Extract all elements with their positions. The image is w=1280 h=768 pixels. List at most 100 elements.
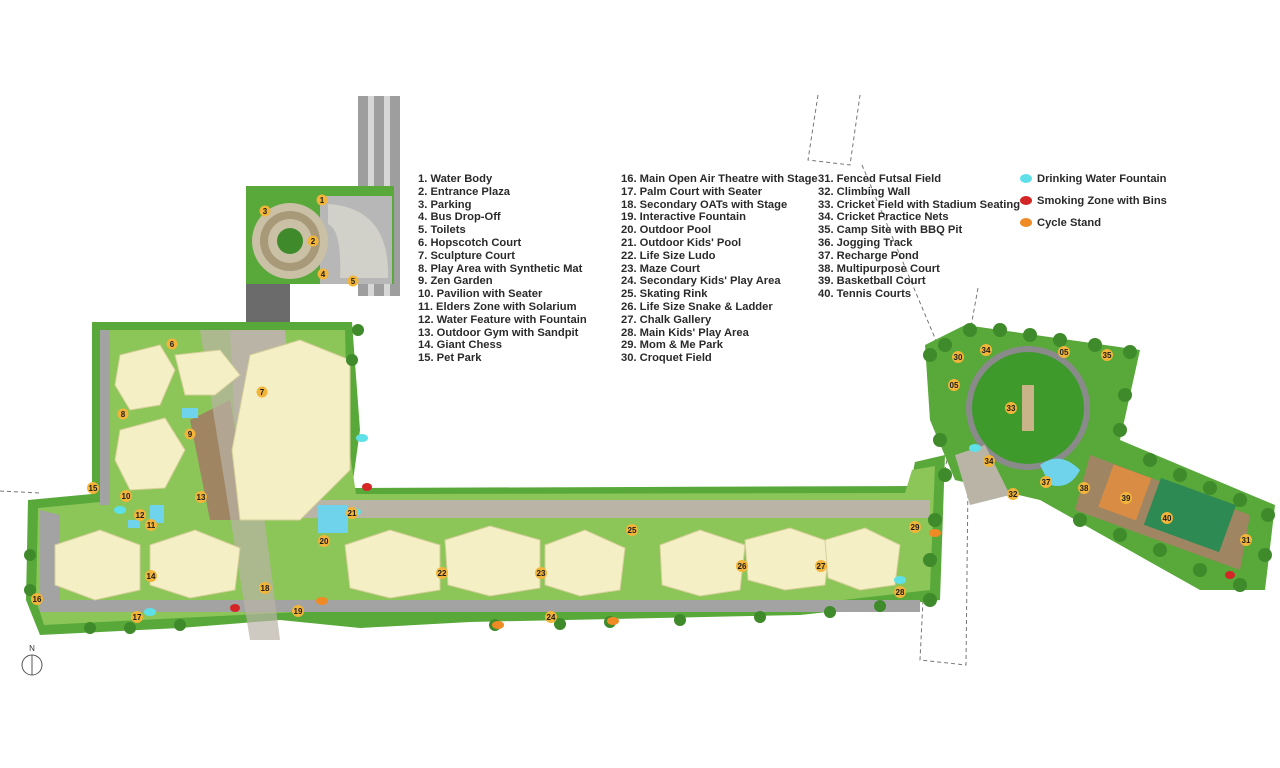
legend-item: 9. Zen Garden <box>418 275 493 288</box>
callout-9: 9 <box>184 428 196 440</box>
callout-11: 11 <box>145 519 157 531</box>
legend-item: 23. Maze Court <box>621 262 700 275</box>
callout-23: 23 <box>535 567 547 579</box>
svg-text:4: 4 <box>321 270 326 279</box>
svg-text:14: 14 <box>147 572 156 581</box>
legend-item: 27. Chalk Gallery <box>621 313 712 326</box>
callout-37: 37 <box>1040 476 1052 488</box>
svg-text:16: 16 <box>33 595 42 604</box>
svg-text:39: 39 <box>1122 494 1131 503</box>
callout-8: 8 <box>117 408 129 420</box>
legend-item: 36. Jogging Track <box>818 236 913 249</box>
svg-text:18: 18 <box>261 584 270 593</box>
svg-text:40: 40 <box>1163 514 1172 523</box>
callout-12: 12 <box>134 509 146 521</box>
legend-item: 18. Secondary OATs with Stage <box>621 198 788 211</box>
drinking-water-fountain-marker <box>356 434 368 442</box>
callout-33: 33 <box>1005 402 1017 414</box>
legend-item: 12. Water Feature with Fountain <box>418 313 587 326</box>
callout-15: 15 <box>87 482 99 494</box>
legend-item: 24. Secondary Kids' Play Area <box>621 275 781 288</box>
callout-14: 14 <box>145 570 157 582</box>
legend-item: 26. Life Size Snake & Ladder <box>621 300 773 313</box>
callout-27: 27 <box>815 560 827 572</box>
callout-5: 5 <box>347 275 359 287</box>
amenity-key-item: Cycle Stand <box>1020 217 1167 230</box>
drinking-water-dot <box>1020 174 1032 183</box>
cycle-stand-marker <box>929 529 941 537</box>
legend-item: 5. Toilets <box>418 224 466 237</box>
legend-item: 8. Play Area with Synthetic Mat <box>418 262 583 275</box>
callout-29: 29 <box>909 521 921 533</box>
svg-text:15: 15 <box>89 484 98 493</box>
sports-zone <box>925 325 1275 590</box>
legend-item: 33. Cricket Field with Stadium Seating <box>818 198 1021 211</box>
callout-28: 28 <box>894 586 906 598</box>
callout-21: 21 <box>346 507 358 519</box>
callout-24: 24 <box>545 611 557 623</box>
amenity-key-item: Smoking Zone with Bins <box>1020 195 1167 208</box>
smoking-zone-dot <box>1020 196 1032 206</box>
callout-30: 30 <box>952 351 964 363</box>
svg-text:20: 20 <box>320 537 329 546</box>
callout-35: 35 <box>1101 349 1113 361</box>
legend-item: 30. Croquet Field <box>621 352 712 365</box>
amenity-key-label: Drinking Water Fountain <box>1037 173 1167 185</box>
legend-item: 20. Outdoor Pool <box>621 224 712 237</box>
svg-text:2: 2 <box>311 237 316 246</box>
water-feature-fountain <box>150 505 164 523</box>
svg-text:23: 23 <box>537 569 546 578</box>
legend-item: 14. Giant Chess <box>418 339 502 352</box>
svg-text:28: 28 <box>896 588 905 597</box>
legend-item: 32. Climbing Wall <box>818 185 911 198</box>
legend-item: 10. Pavilion with Seater <box>418 288 543 301</box>
svg-text:35: 35 <box>1103 351 1112 360</box>
svg-text:38: 38 <box>1080 484 1089 493</box>
map-number-callouts: 1 2 3 4 5 6 7 8 9 10 11 12 13 14 15 16 1… <box>31 194 1252 623</box>
svg-text:21: 21 <box>348 509 357 518</box>
callout-7: 7 <box>256 386 268 398</box>
legend-item: 22. Life Size Ludo <box>621 249 716 262</box>
tower-block-central <box>231 339 351 521</box>
callout-26: 26 <box>736 560 748 572</box>
smoking-zone-marker <box>1225 571 1235 579</box>
outdoor-pool <box>318 505 348 533</box>
legend-item: 16. Main Open Air Theatre with Stage <box>621 173 818 185</box>
callout-18: 18 <box>259 582 271 594</box>
cycle-stand-marker <box>492 621 504 629</box>
svg-text:32: 32 <box>1009 490 1018 499</box>
legend-item: 21. Outdoor Kids' Pool <box>621 236 742 249</box>
tennis-courts <box>1143 477 1237 553</box>
legend-item: 19. Interactive Fountain <box>621 211 746 224</box>
legend-item: 39. Basketball Court <box>818 275 926 288</box>
legend-item: 1. Water Body <box>418 173 493 185</box>
svg-text:12: 12 <box>136 511 145 520</box>
callout-05-a: 05 <box>1058 346 1070 358</box>
drinking-water-fountain-marker <box>969 444 981 452</box>
svg-text:30: 30 <box>954 353 963 362</box>
smoking-zone-marker <box>362 483 372 491</box>
cycle-stand-marker <box>316 597 328 605</box>
svg-text:8: 8 <box>121 410 126 419</box>
callout-34-a: 34 <box>980 344 992 356</box>
callout-31: 31 <box>1240 534 1252 546</box>
svg-text:29: 29 <box>911 523 920 532</box>
legend-item: 6. Hopscotch Court <box>418 236 522 249</box>
callout-40: 40 <box>1161 512 1173 524</box>
callout-17: 17 <box>131 611 143 623</box>
svg-text:34: 34 <box>982 346 991 355</box>
callout-22: 22 <box>436 567 448 579</box>
svg-text:24: 24 <box>547 613 556 622</box>
legend-item: 4. Bus Drop-Off <box>418 211 501 224</box>
amenity-key-item: Drinking Water Fountain <box>1020 173 1167 186</box>
svg-text:10: 10 <box>122 492 131 501</box>
callout-1: 1 <box>316 194 328 206</box>
svg-text:3: 3 <box>263 207 268 216</box>
legend-item: 29. Mom & Me Park <box>621 339 723 352</box>
svg-text:31: 31 <box>1242 536 1251 545</box>
callout-05-b: 05 <box>948 379 960 391</box>
legend-item: 2. Entrance Plaza <box>418 185 511 198</box>
legend-item: 28. Main Kids' Play Area <box>621 326 749 339</box>
